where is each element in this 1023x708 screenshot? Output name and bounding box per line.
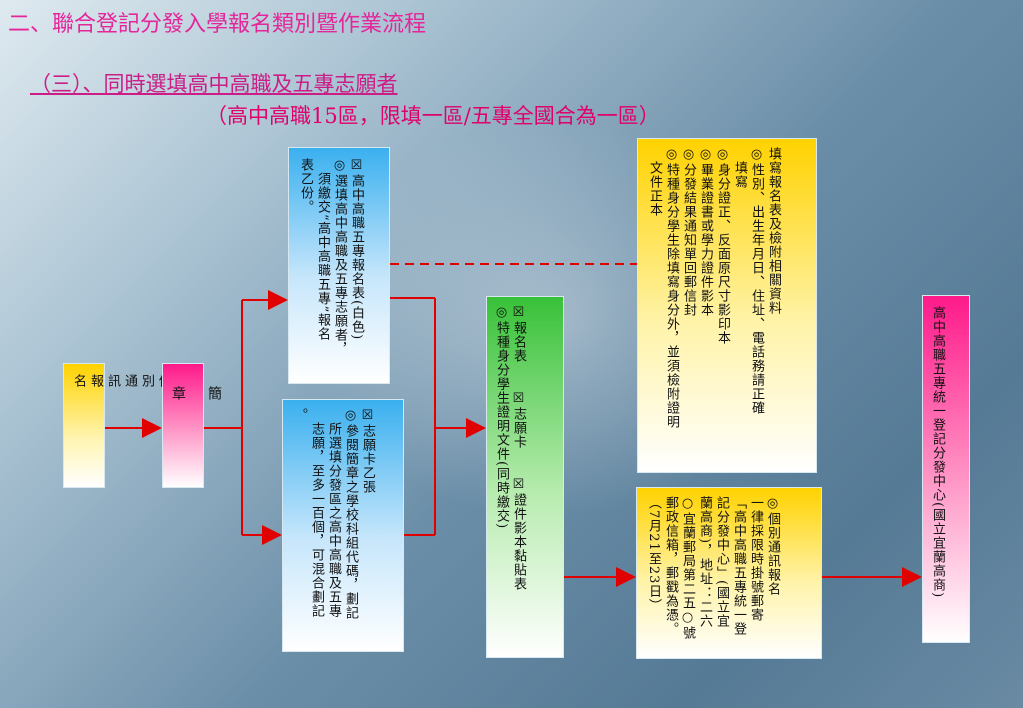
allocation-center-box: 高中高職五專統一登記分發中心(國立宜蘭高商)	[922, 295, 970, 643]
personal-registration-text: 個 別 通 訊 報 名	[71, 374, 171, 388]
section-note: （高中高職15區，限填一區/五專全國合為一區）	[206, 104, 660, 128]
main-title: 二、聯合登記分發入學報名類別暨作業流程	[8, 12, 427, 37]
allocation-center-text: 高中高職五專統一登記分發中心(國立宜蘭高商)	[930, 306, 945, 599]
brochure-text: 簡 章	[170, 386, 222, 401]
mail-registration-text: ◎個別通訊報名 一律採限時掛號郵寄 「高中高職五專統一登 記分發中心」(國立宜 …	[646, 496, 780, 640]
preference-card-text: ☒志願卡乙張 ◎參閱簡章之學校科組代碼，劃記 所選填分發區之高中高職及五專 志願…	[292, 408, 375, 620]
brochure-box: 簡 章	[162, 363, 222, 488]
preference-card-box: ☒志願卡乙張 ◎參閱簡章之學校科組代碼，劃記 所選填分發區之高中高職及五專 志願…	[282, 399, 404, 652]
fill-instructions-box: 填寫報名表及檢附相關資料 ◎性別、出生年月日、住址、電話務請正確 填寫 ◎身分證…	[637, 138, 817, 473]
mail-registration-box: ◎個別通訊報名 一律採限時掛號郵寄 「高中高職五專統一登 記分發中心」(國立宜 …	[636, 487, 822, 659]
documents-box: ☒報名表 ☒志願卡 ☒證件影本黏貼表 ◎特種身分學生證明文件(同時繳交)	[486, 296, 564, 658]
registration-form-text: ☒高中高職五專報名表(白色) ◎選填高中高職及五專志願者， 須繳交“高中高職五專…	[298, 158, 364, 356]
documents-text: ☒報名表 ☒志願卡 ☒證件影本黏貼表 ◎特種身分學生證明文件(同時繳交)	[494, 305, 526, 591]
registration-form-box: ☒高中高職五專報名表(白色) ◎選填高中高職及五專志願者， 須繳交“高中高職五專…	[288, 147, 390, 384]
personal-registration-box: 個 別 通 訊 報 名	[63, 363, 171, 488]
fill-instructions-text: 填寫報名表及檢附相關資料 ◎性別、出生年月日、住址、電話務請正確 填寫 ◎身分證…	[647, 147, 781, 429]
section-title: （三）、同時選填高中高職及五專志願者	[30, 72, 398, 96]
